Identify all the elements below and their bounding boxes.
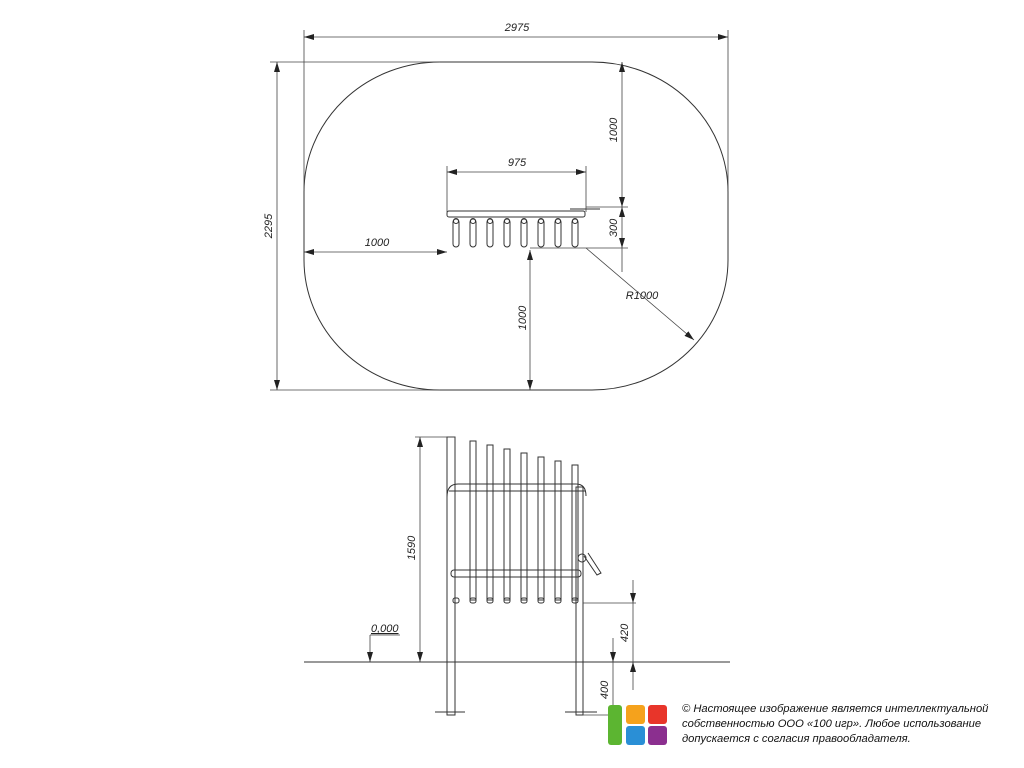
dim-top-clearance: 1000	[608, 117, 620, 142]
tube	[469, 440, 477, 601]
dim-bottom-clearance: 1000	[517, 305, 529, 330]
dim-seat-height: 420	[619, 623, 631, 642]
tube-end	[469, 597, 477, 604]
copyright-notice: © Настоящее изображение является интелле…	[682, 702, 1022, 747]
logo-block	[648, 726, 667, 745]
copyright-line: допускается с согласия правообладателя.	[682, 733, 911, 745]
tube-cap	[538, 218, 544, 224]
safety-zone-outline	[303, 61, 729, 391]
tube-cap	[504, 218, 510, 224]
ground-level-mark: 0,000	[371, 623, 399, 635]
dim-overall-depth: 2295	[263, 213, 275, 239]
tube	[520, 452, 528, 601]
tube-end	[486, 597, 494, 604]
tube-end	[571, 597, 579, 604]
dim-embed-depth: 400	[599, 680, 611, 699]
copyright-line: © Настоящее изображение является интелле…	[682, 703, 989, 715]
copyright-line: собственностью ООО «100 игр». Любое испо…	[682, 718, 982, 730]
logo-block	[626, 705, 645, 724]
tube-end	[537, 597, 545, 604]
company-logo	[604, 703, 670, 747]
tube-end	[520, 597, 528, 604]
logo-block	[608, 705, 622, 745]
tube-cap	[521, 218, 527, 224]
tube-end	[503, 597, 511, 604]
tube	[503, 448, 511, 601]
tube	[537, 456, 545, 601]
tube-cap	[453, 218, 459, 224]
dim-corner-radius: R1000	[626, 290, 659, 302]
tube	[486, 444, 494, 601]
dim-bench-length: 975	[508, 157, 527, 169]
logo-block	[626, 726, 645, 745]
dim-height: 1590	[406, 535, 418, 560]
elevation-view: 1590 0,000 420 400	[304, 436, 730, 720]
tube-cap	[470, 218, 476, 224]
bench-tubes	[452, 440, 579, 604]
tube-cap	[555, 218, 561, 224]
dim-bench-depth: 300	[608, 218, 620, 237]
dim-left-clearance: 1000	[365, 237, 390, 249]
tube-end	[554, 597, 562, 604]
tube-cap	[487, 218, 493, 224]
logo-block	[648, 705, 667, 724]
bench-plan	[446, 208, 600, 248]
tube	[554, 460, 562, 601]
tube-end	[452, 597, 460, 604]
plan-view: 2975 2295 1000 975 300 1000 1000 R1000	[263, 22, 729, 391]
dim-overall-width: 2975	[504, 22, 530, 34]
tube-cap	[572, 218, 578, 224]
tube	[571, 464, 579, 601]
